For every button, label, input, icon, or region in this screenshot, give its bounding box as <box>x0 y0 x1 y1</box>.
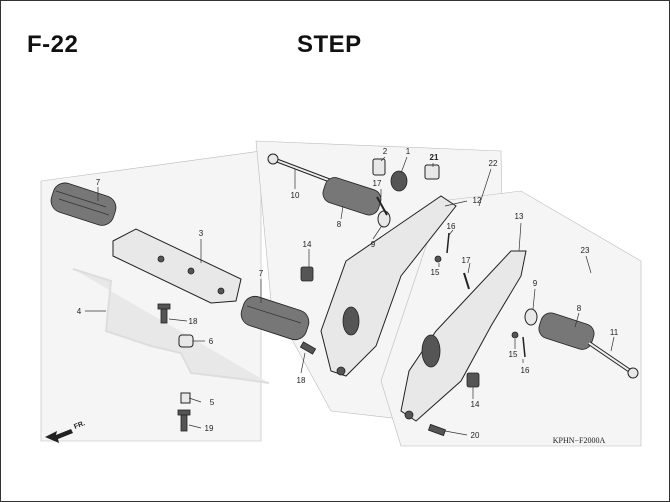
callout-9-right: 9 <box>533 279 538 288</box>
callout-15-right: 15 <box>509 350 518 359</box>
collar-2 <box>372 158 386 176</box>
callout-3: 3 <box>199 229 204 238</box>
bolt-18-left <box>157 303 171 324</box>
bolt-20 <box>427 423 447 437</box>
footpeg-rubber-left <box>50 182 117 226</box>
cotter-pin-16-right <box>522 336 526 358</box>
cotter-pin-16-center <box>446 232 450 254</box>
footpeg-rubber-center <box>240 295 310 341</box>
front-direction-arrow-icon <box>45 429 73 443</box>
callout-20: 20 <box>471 431 480 440</box>
callout-15-center: 15 <box>431 268 440 277</box>
footpeg-8-center <box>322 177 382 216</box>
step-stay <box>112 228 242 304</box>
callout-2: 2 <box>383 147 388 156</box>
nut-14-right <box>466 372 480 388</box>
callout-10: 10 <box>291 191 300 200</box>
front-direction-label: FR. <box>73 420 86 431</box>
callout-7-center: 7 <box>259 269 264 278</box>
callout-1: 1 <box>406 147 411 156</box>
washer-9-center <box>377 210 391 228</box>
callout-14-right: 14 <box>471 400 480 409</box>
step-holder-13 <box>400 250 527 422</box>
callout-22: 22 <box>489 159 498 168</box>
pin-17-center <box>376 196 388 216</box>
callout-12: 12 <box>473 196 482 205</box>
callout-11: 11 <box>610 328 619 337</box>
callout-17-center: 17 <box>373 179 382 188</box>
callout-4: 4 <box>77 307 82 316</box>
pin-17-right <box>463 272 470 290</box>
nut-14-center <box>300 266 314 282</box>
callout-8-right: 8 <box>577 304 582 313</box>
figure-title: STEP <box>297 31 362 58</box>
bolt-18-center <box>299 341 317 355</box>
callout-6: 6 <box>209 337 214 346</box>
step-pipe <box>72 268 270 384</box>
callout-13: 13 <box>515 212 524 221</box>
callout-16-right: 16 <box>521 366 530 375</box>
callout-9-center: 9 <box>371 240 376 249</box>
step-holder-12 <box>320 195 457 377</box>
callout-17-right: 17 <box>462 256 471 265</box>
washer-9-right <box>524 308 538 326</box>
figure-code: F-22 <box>27 31 79 58</box>
callout-14-center: 14 <box>303 240 312 249</box>
callout-7-left: 7 <box>96 178 101 187</box>
callout-18-left: 18 <box>189 317 198 326</box>
pin-11-right <box>587 341 639 379</box>
callout-8-center: 8 <box>337 220 342 229</box>
callout-21: 21 <box>430 153 439 162</box>
callout-23: 23 <box>581 246 590 255</box>
footpeg-8-right <box>538 312 595 350</box>
callout-19: 19 <box>205 424 214 433</box>
clip-15-center <box>434 255 442 263</box>
rubber-6 <box>178 334 194 348</box>
clip-15-right <box>511 331 519 339</box>
callout-18-center: 18 <box>297 376 306 385</box>
collar-21 <box>424 164 440 180</box>
callout-16-center: 16 <box>447 222 456 231</box>
callout-5: 5 <box>210 398 215 407</box>
step-pin-10 <box>267 153 332 183</box>
bolt-19 <box>177 409 191 432</box>
spring-1 <box>390 170 408 192</box>
collar-5 <box>180 392 191 404</box>
leader-lines <box>85 156 615 436</box>
diagram-reference-code: KPHN−F2000A <box>553 436 606 445</box>
